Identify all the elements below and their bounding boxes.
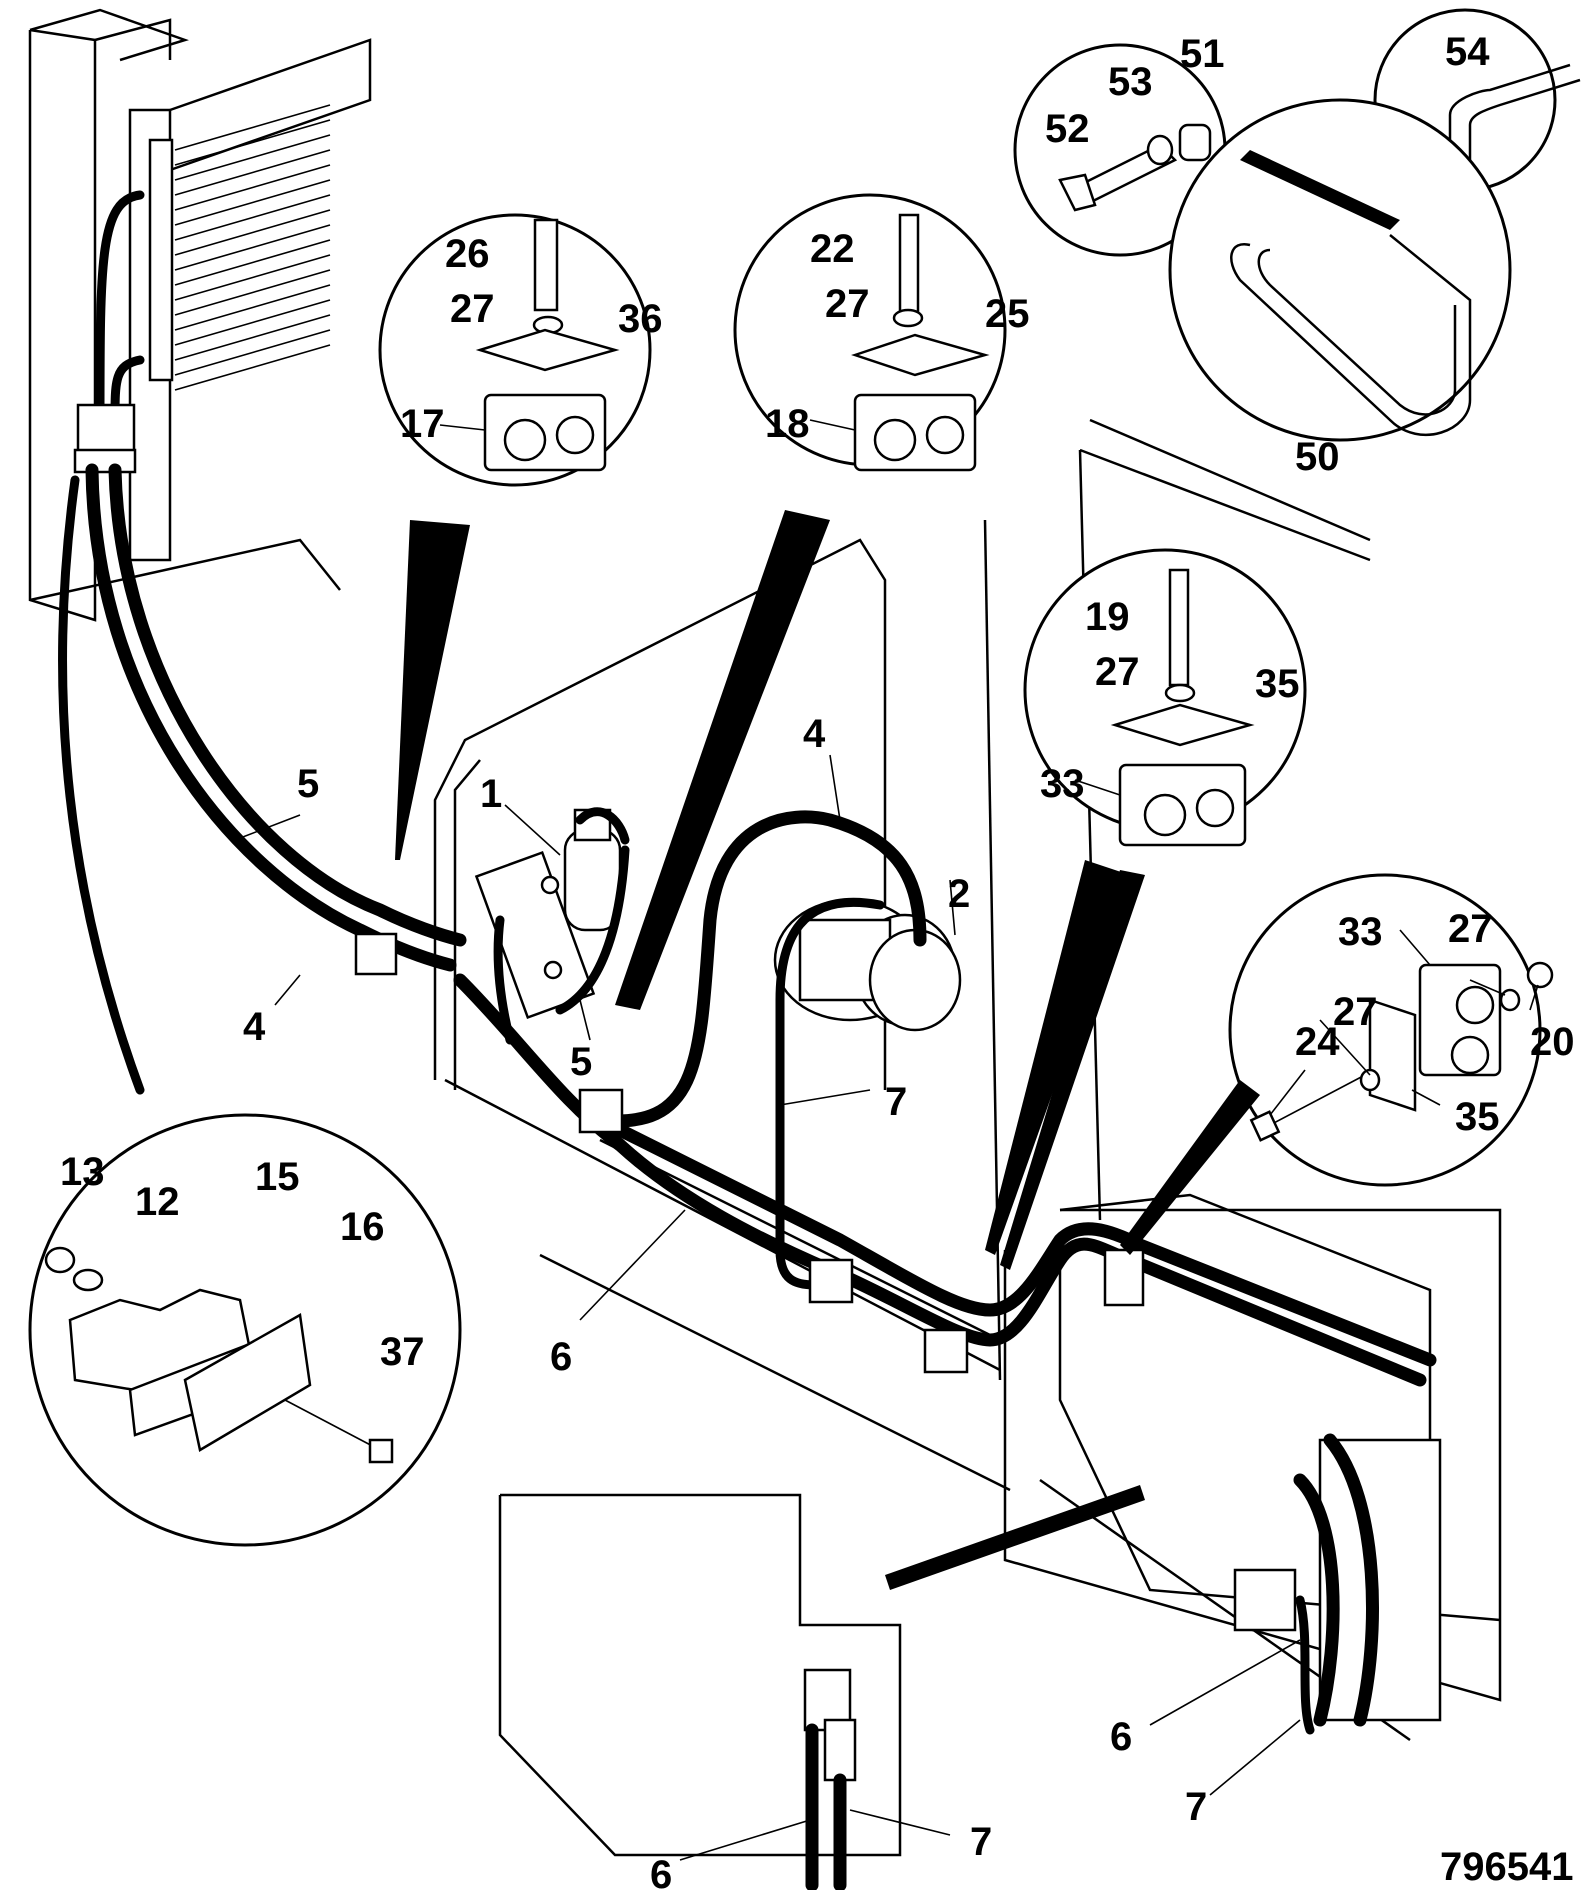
inset-pointer xyxy=(885,1485,1145,1590)
leader-lines xyxy=(234,419,1539,1861)
label-6-tank: 6 xyxy=(1110,1715,1132,1759)
part-number-labels: 1 2 4 4 5 5 6 6 6 7 7 7 13 12 15 16 37 1… xyxy=(60,30,1575,1890)
detail-circle-clamp-18 xyxy=(615,193,1007,1010)
label-22: 22 xyxy=(810,227,855,271)
hose-4-loop xyxy=(593,810,927,1128)
detail-circle-clamp-17 xyxy=(378,213,652,860)
label-35-lower: 35 xyxy=(1455,1095,1500,1139)
label-25: 25 xyxy=(985,292,1030,336)
detail-circle-bracket-50 xyxy=(1168,98,1512,442)
figure-number: 796541 xyxy=(1440,1845,1573,1889)
chassis-plate xyxy=(433,418,1411,1742)
inset-detail-box xyxy=(498,1493,902,1890)
label-52: 52 xyxy=(1045,107,1090,151)
label-36: 36 xyxy=(618,297,663,341)
detail-circle-clamp-33-upper xyxy=(985,548,1307,1270)
label-33-lower: 33 xyxy=(1338,910,1383,954)
label-27-circle-g-mid: 27 xyxy=(1333,990,1378,1034)
label-27-circle-f: 27 xyxy=(1095,650,1140,694)
label-6-run: 6 xyxy=(550,1335,572,1379)
detail-circle-clamp-15 xyxy=(28,1113,462,1547)
detail-circle-clamp-33-lower xyxy=(1120,873,1554,1255)
clamp-1 xyxy=(578,1088,624,1134)
label-27-circle-b: 27 xyxy=(825,282,870,326)
label-27-circle-a: 27 xyxy=(450,287,495,331)
label-37: 37 xyxy=(380,1330,425,1374)
label-15: 15 xyxy=(255,1155,300,1199)
clamp-3 xyxy=(923,1328,969,1374)
label-12: 12 xyxy=(135,1180,180,1224)
label-24: 24 xyxy=(1295,1020,1340,1064)
label-5-upper: 5 xyxy=(297,762,319,806)
label-7-hose: 7 xyxy=(885,1080,907,1124)
clamp-2 xyxy=(808,1258,854,1304)
label-6-inset: 6 xyxy=(650,1853,672,1890)
label-51: 51 xyxy=(1180,32,1225,76)
hose-5-upper xyxy=(108,463,467,947)
label-4-loop: 4 xyxy=(803,712,826,756)
label-17: 17 xyxy=(400,402,445,446)
label-35-upper: 35 xyxy=(1255,662,1300,706)
label-20: 20 xyxy=(1530,1020,1575,1064)
label-16: 16 xyxy=(340,1205,385,1249)
label-53: 53 xyxy=(1108,60,1153,104)
label-2: 2 xyxy=(948,872,970,916)
label-54: 54 xyxy=(1445,30,1490,74)
label-1: 1 xyxy=(480,772,502,816)
clamp-4 xyxy=(1103,1248,1145,1307)
tank-assembly xyxy=(1003,1193,1502,1735)
label-33-upper: 33 xyxy=(1040,762,1085,806)
label-18: 18 xyxy=(765,402,810,446)
label-5-valve: 5 xyxy=(570,1040,592,1084)
label-13: 13 xyxy=(60,1150,105,1194)
label-27-circle-g-top: 27 xyxy=(1448,907,1493,951)
clamp-upper-hose xyxy=(354,932,398,976)
hose-4-upper xyxy=(85,463,457,972)
label-7-tank: 7 xyxy=(1185,1785,1207,1829)
motor-2 xyxy=(773,898,962,1032)
label-19: 19 xyxy=(1085,595,1130,639)
radiator-fins xyxy=(174,104,331,391)
hose-7-lower xyxy=(593,1113,1437,1367)
label-26: 26 xyxy=(445,232,490,276)
label-7-inset: 7 xyxy=(970,1820,992,1864)
hose-7 xyxy=(775,897,885,1290)
oil-cooler-radiator xyxy=(28,8,372,622)
label-50: 50 xyxy=(1295,435,1340,479)
label-4-upper: 4 xyxy=(243,1005,266,1049)
valve-1 xyxy=(474,807,630,1045)
leader-to-clamp-detail xyxy=(58,475,145,1095)
